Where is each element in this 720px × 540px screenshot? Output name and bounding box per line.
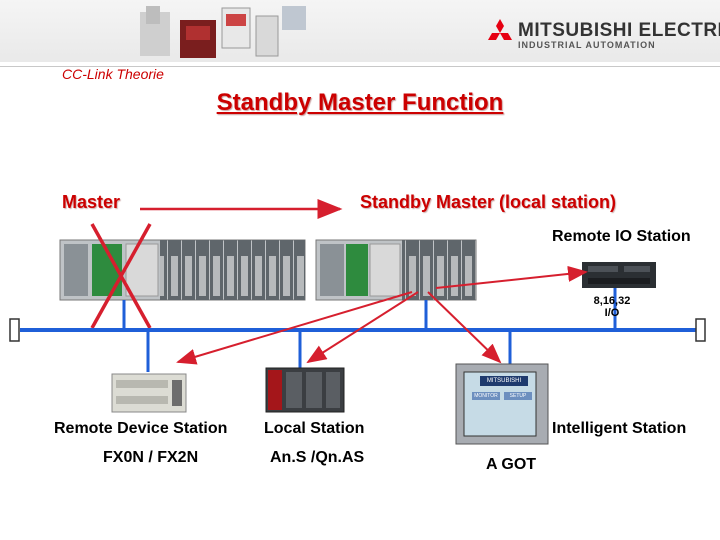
remote-device-fx-unit xyxy=(111,373,187,413)
remote-device-model-label: FX0N / FX2N xyxy=(103,449,199,466)
terminator-left xyxy=(9,318,20,342)
got-monitor-button[interactable]: MONITOR xyxy=(472,392,500,400)
cross-mark-icon xyxy=(90,223,152,329)
intelligent-station-label: Intelligent Station xyxy=(552,420,687,437)
standby-master-label: Standby Master (local station) xyxy=(360,192,617,212)
arrow-icon xyxy=(176,291,413,365)
remote-io-station-label: Remote IO Station xyxy=(552,228,691,245)
master-plc-rack xyxy=(59,239,306,301)
remote-io-module xyxy=(582,262,656,288)
arrow-icon xyxy=(427,291,502,364)
io-points-line-2: I/O xyxy=(604,307,620,319)
terminator-right xyxy=(695,318,706,342)
remote-device-station-label: Remote Device Station xyxy=(54,420,228,437)
header-band xyxy=(0,0,720,62)
intelligent-station-model-label: A GOT xyxy=(486,456,537,473)
io-points-label: 8,16,32 I/O xyxy=(586,295,638,319)
page-title: Standby Master Function xyxy=(216,89,504,116)
local-station-plc xyxy=(265,367,345,413)
header-divider xyxy=(0,66,720,67)
io-points-line-1: 8,16,32 xyxy=(593,295,631,307)
mitsubishi-logo-icon xyxy=(488,19,512,40)
brand-subtitle: INDUSTRIAL AUTOMATION xyxy=(518,40,656,50)
got-setup-button[interactable]: SETUP xyxy=(504,392,532,400)
topic-label: CC-Link Theorie xyxy=(62,66,164,82)
brand-name: MITSUBISHI ELECTRIC xyxy=(518,20,720,41)
arrow-icon xyxy=(435,265,588,289)
arrow-icon xyxy=(306,291,419,364)
master-label: Master xyxy=(62,192,121,212)
got-screen-title: MITSUBISHI xyxy=(480,376,528,386)
header-product-photo xyxy=(140,6,306,58)
standby-plc-rack xyxy=(315,239,477,301)
local-station-model-label: An.S /Qn.AS xyxy=(270,449,365,466)
local-station-label: Local Station xyxy=(264,420,365,437)
